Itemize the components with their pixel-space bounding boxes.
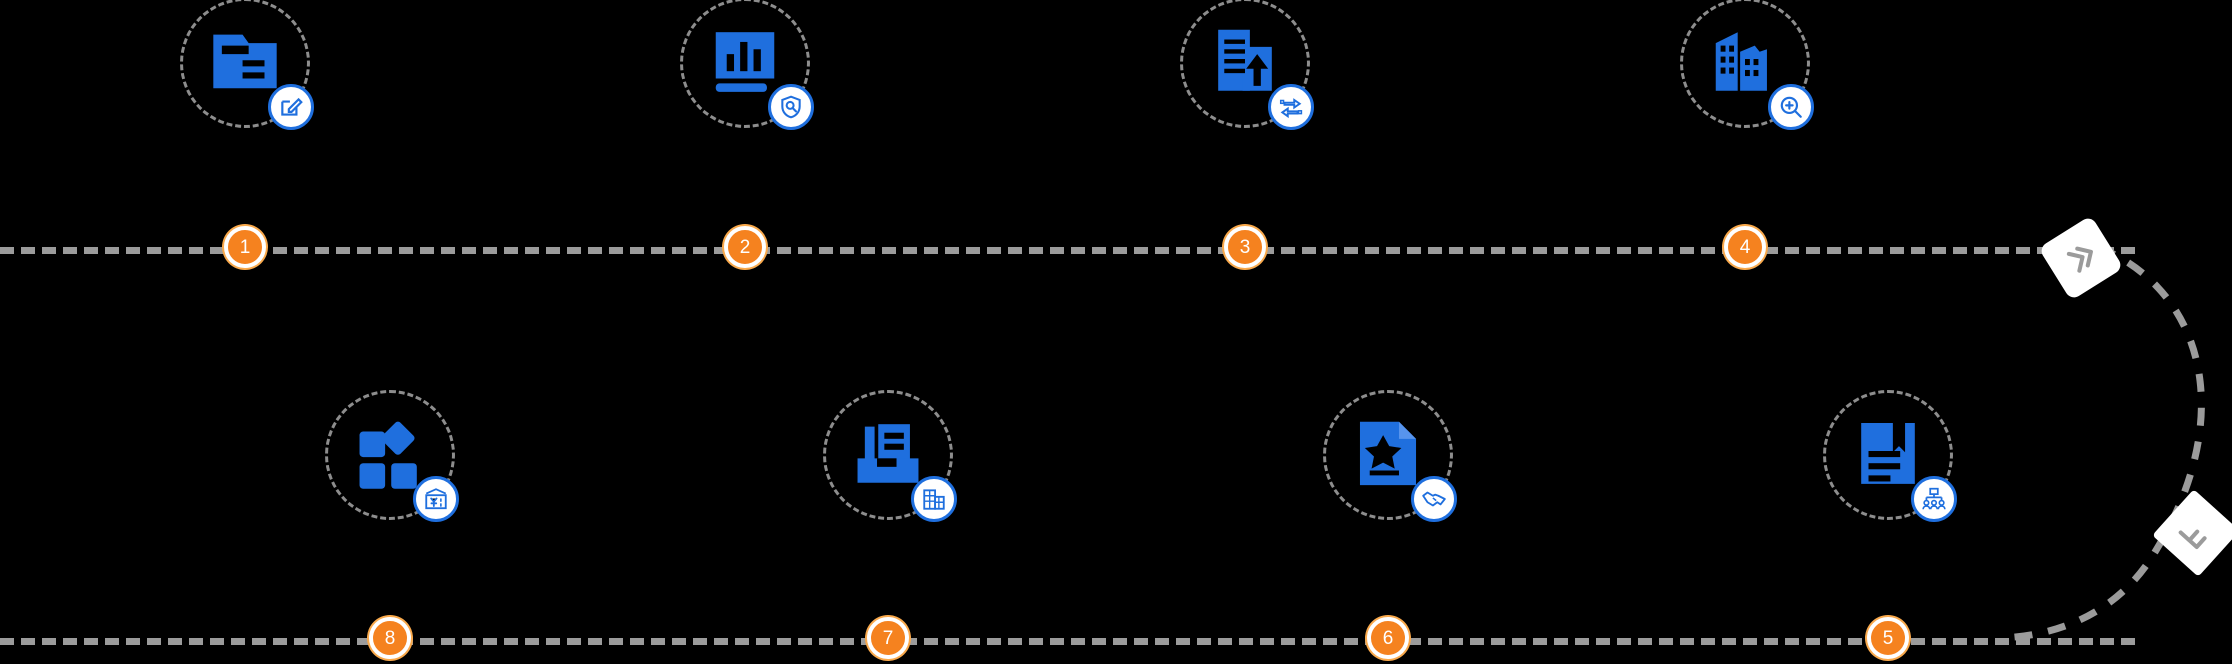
bar-chart-report-icon bbox=[706, 22, 784, 100]
dashed-ring bbox=[1680, 0, 1810, 128]
step-node-1[interactable]: 1 bbox=[224, 226, 266, 268]
folder-document-icon bbox=[206, 22, 284, 100]
data-exchange-arrows-icon-badge[interactable] bbox=[1268, 84, 1314, 130]
certificate-star-icon bbox=[1349, 414, 1427, 492]
step-node-3[interactable]: 3 bbox=[1224, 226, 1266, 268]
dashed-ring bbox=[1323, 390, 1453, 520]
archive-file-box-icon bbox=[849, 414, 927, 492]
document-upload-icon bbox=[1206, 22, 1284, 100]
dashed-ring bbox=[180, 0, 310, 128]
step-icon-cluster-2[interactable] bbox=[680, 0, 814, 130]
shield-search-icon-badge[interactable] bbox=[768, 84, 814, 130]
step-icon-cluster-8[interactable] bbox=[325, 390, 459, 522]
magnifier-plus-icon-badge[interactable] bbox=[1768, 84, 1814, 130]
step-icon-cluster-7[interactable] bbox=[823, 390, 957, 522]
step-node-4[interactable]: 4 bbox=[1724, 226, 1766, 268]
step-node-8[interactable]: 8 bbox=[369, 617, 411, 659]
turn-bottom-left bbox=[2152, 489, 2232, 577]
dashed-ring bbox=[1180, 0, 1310, 128]
dashed-ring bbox=[823, 390, 953, 520]
modules-grid-icon bbox=[351, 414, 429, 492]
edit-pencil-icon-badge[interactable] bbox=[268, 84, 314, 130]
step-node-2[interactable]: 2 bbox=[724, 226, 766, 268]
bookmarked-document-icon bbox=[1849, 414, 1927, 492]
step-icon-cluster-5[interactable] bbox=[1823, 390, 1957, 522]
step-icon-cluster-4[interactable] bbox=[1680, 0, 1814, 130]
dashed-ring bbox=[1823, 390, 1953, 520]
top-rail bbox=[0, 247, 2135, 254]
dashed-ring bbox=[325, 390, 455, 520]
org-chart-team-icon-badge[interactable] bbox=[1911, 476, 1957, 522]
step-icon-cluster-3[interactable] bbox=[1180, 0, 1314, 130]
double-chevron-right-icon bbox=[2056, 233, 2106, 283]
turn-right-top bbox=[2038, 215, 2124, 301]
city-buildings-icon bbox=[1706, 22, 1784, 100]
step-node-6[interactable]: 6 bbox=[1367, 617, 1409, 659]
step-node-7[interactable]: 7 bbox=[867, 617, 909, 659]
double-chevron-down-left-icon bbox=[2171, 508, 2222, 559]
step-icon-cluster-6[interactable] bbox=[1323, 390, 1457, 522]
step-icon-cluster-1[interactable] bbox=[180, 0, 314, 130]
handshake-icon-badge[interactable] bbox=[1411, 476, 1457, 522]
money-yen-card-icon-badge[interactable] bbox=[413, 476, 459, 522]
dashed-ring bbox=[680, 0, 810, 128]
building-icon-badge[interactable] bbox=[911, 476, 957, 522]
step-node-5[interactable]: 5 bbox=[1867, 617, 1909, 659]
bottom-rail bbox=[0, 638, 2135, 645]
